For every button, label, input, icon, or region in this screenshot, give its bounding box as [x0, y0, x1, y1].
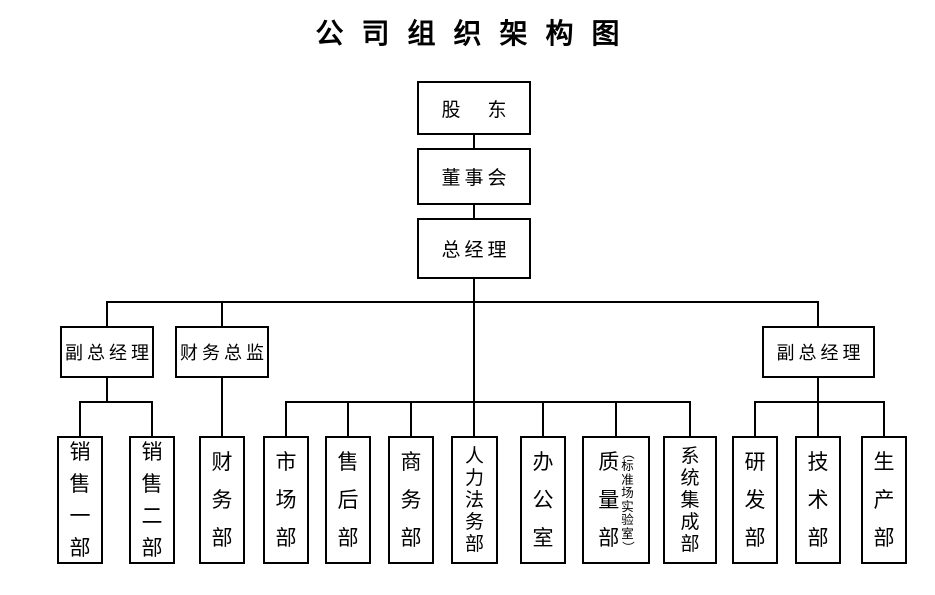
- dept-label: 财务部: [211, 450, 233, 550]
- node-deputy-gm-left: 副总经理: [60, 326, 154, 378]
- page-title: 公司组织架构图: [315, 18, 638, 49]
- dept-sales-2: 销售二部: [129, 436, 175, 564]
- dept-commerce: 商务部: [388, 436, 434, 564]
- dept-label: 商务部: [400, 450, 422, 550]
- connector-line: [410, 401, 412, 436]
- dept-label: 生产部: [873, 450, 895, 550]
- connector-line: [151, 401, 153, 436]
- connector-line: [883, 401, 885, 436]
- dept-system-integration: 系统集成部: [663, 436, 717, 564]
- dept-label: 研发部: [744, 450, 766, 550]
- connector-line: [615, 401, 617, 436]
- node-shareholders: 股 东: [417, 81, 531, 135]
- connector-line: [347, 401, 349, 436]
- connector-line: [817, 301, 819, 326]
- dept-quality: 质量部 （标准场实验室）: [582, 436, 650, 564]
- dept-label: 技术部: [807, 450, 829, 550]
- dept-label: 销售一部: [69, 440, 91, 560]
- connector-line: [79, 401, 153, 403]
- dept-marketing: 市场部: [263, 436, 309, 564]
- node-general-manager: 总经理: [417, 218, 531, 279]
- connector-line: [221, 301, 223, 326]
- dept-hr-legal: 人力法务部: [451, 436, 498, 564]
- dept-rnd: 研发部: [732, 436, 778, 564]
- connector-line: [285, 401, 287, 436]
- connector-line: [817, 401, 819, 436]
- node-label: 副总经理: [776, 343, 865, 363]
- dept-label: 销售二部: [141, 440, 163, 560]
- dept-label: 质量部: [598, 450, 620, 550]
- dept-technology: 技术部: [795, 436, 841, 564]
- dept-after-sales: 售后部: [325, 436, 371, 564]
- node-label: 财务总监: [180, 343, 268, 363]
- dept-label: 办公室: [532, 450, 554, 550]
- connector-line: [817, 378, 819, 403]
- node-board-of-directors: 董事会: [417, 148, 531, 205]
- connector-line: [689, 401, 691, 436]
- node-deputy-gm-right: 副总经理: [762, 326, 875, 378]
- dept-sales-1: 销售一部: [57, 436, 103, 564]
- connector-line: [473, 205, 475, 218]
- connector-line: [754, 401, 756, 436]
- dept-label: 人力法务部: [464, 445, 484, 555]
- dept-office: 办公室: [520, 436, 566, 564]
- connector-line: [106, 301, 819, 303]
- connector-line: [79, 401, 81, 436]
- connector-line: [754, 401, 885, 403]
- connector-line: [542, 401, 544, 436]
- dept-sublabel: （标准场实验室）: [620, 446, 635, 554]
- connector-line: [473, 279, 475, 436]
- dept-label: 系统集成部: [680, 445, 700, 555]
- node-label: 董事会: [441, 168, 511, 189]
- dept-production: 生产部: [861, 436, 907, 564]
- connector-line: [106, 378, 108, 403]
- dept-finance: 财务部: [199, 436, 245, 564]
- dept-label: 市场部: [275, 450, 297, 550]
- connector-line: [221, 378, 223, 436]
- node-label: 副总经理: [65, 343, 153, 363]
- node-label: 股 东: [441, 99, 511, 121]
- connector-line: [106, 301, 108, 326]
- connector-line: [285, 401, 691, 403]
- connector-line: [473, 135, 475, 148]
- node-label: 总经理: [441, 240, 511, 261]
- node-finance-director: 财务总监: [175, 326, 269, 378]
- dept-label: 售后部: [337, 450, 359, 550]
